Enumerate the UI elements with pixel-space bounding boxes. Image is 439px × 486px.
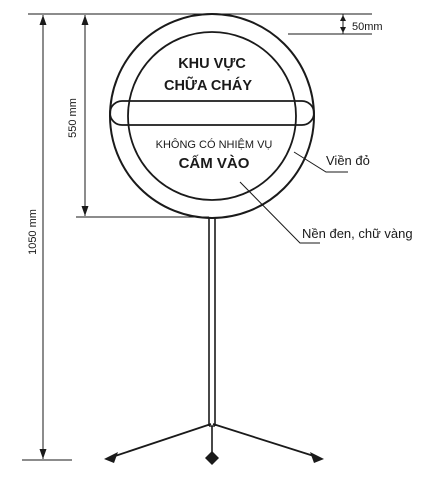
dim-total-arrow-bottom bbox=[39, 449, 47, 459]
stand-leg-right bbox=[212, 423, 318, 458]
sign-lower-line2: CẤM VÀO bbox=[179, 155, 250, 172]
dim-total-height-label: 1050 mm bbox=[27, 209, 39, 255]
dim-sign-height-label: 550 mm bbox=[67, 98, 79, 138]
dim-total-arrow-top bbox=[39, 15, 47, 25]
stand-foot-center bbox=[205, 451, 219, 465]
sign-upper-line2: CHỮA CHÁY bbox=[164, 76, 252, 94]
stand-foot-right bbox=[310, 452, 324, 463]
sign-upper-line1: KHU VỰC bbox=[178, 56, 246, 72]
stand bbox=[104, 218, 324, 465]
dimensions: 1050 mm 550 mm 50mm bbox=[22, 13, 383, 461]
callout-border-label: Viền đỏ bbox=[326, 153, 370, 168]
stand-leg-left bbox=[111, 423, 212, 458]
dim-border-arrow-top bbox=[340, 15, 346, 21]
stand-foot-left bbox=[104, 452, 118, 463]
sign-center-band bbox=[109, 100, 315, 126]
sign: KHU VỰC CHỮA CHÁY KHÔNG CÓ NHIỆM VỤ CẤM … bbox=[109, 13, 315, 219]
dim-border-arrow-bottom bbox=[340, 27, 346, 33]
sign-lower-line1: KHÔNG CÓ NHIỆM VỤ bbox=[156, 138, 273, 151]
dim-sign-arrow-top bbox=[81, 15, 89, 25]
callout-background-leader bbox=[239, 181, 320, 244]
sign-outer-border bbox=[109, 13, 315, 219]
sign-inner-circle bbox=[127, 31, 297, 201]
callouts: Viền đỏ Nền đen, chữ vàng bbox=[239, 151, 413, 244]
callout-background-label: Nền đen, chữ vàng bbox=[302, 226, 413, 241]
callout-border-leader bbox=[293, 151, 348, 173]
dim-sign-arrow-bottom bbox=[81, 206, 89, 216]
dim-border-width-label: 50mm bbox=[352, 21, 383, 33]
